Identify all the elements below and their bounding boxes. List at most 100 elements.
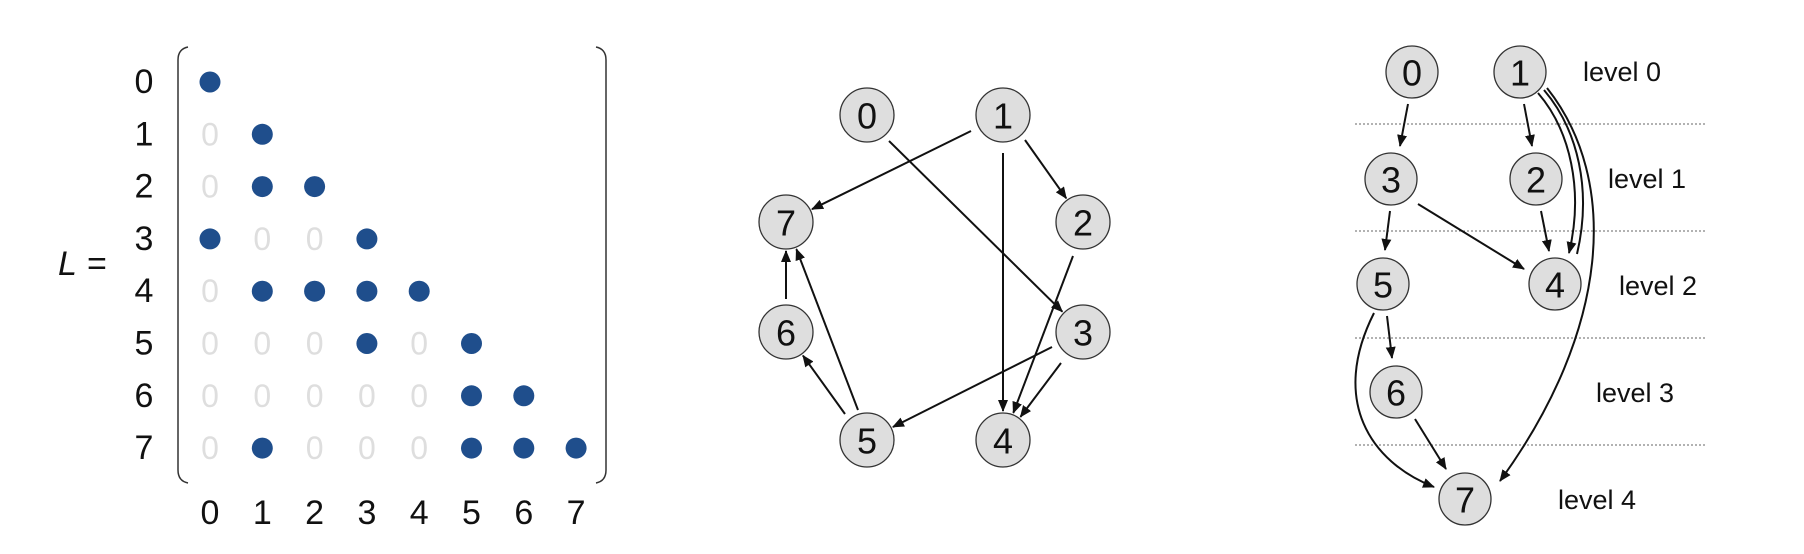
graph-node-label-7: 7	[776, 203, 796, 244]
nonzero-dot-6-5	[461, 385, 482, 407]
graph-node-1	[975, 87, 1031, 143]
graph-node-label-1: 1	[993, 96, 1013, 137]
row-label-0: 0	[135, 63, 154, 101]
zero-entry-6-2: 0	[306, 378, 324, 414]
matrix-left-bracket	[177, 46, 189, 484]
graph-node-6	[758, 304, 814, 360]
column-label-5: 5	[462, 494, 481, 532]
row-label-3: 3	[135, 220, 154, 258]
level-edge-1-to-7	[1499, 87, 1595, 482]
graph-node-label-4: 4	[993, 421, 1013, 462]
graph-node-label-6: 6	[776, 313, 796, 354]
level-node-label-7: 7	[1455, 480, 1475, 521]
level-label-2: level 2	[1619, 271, 1697, 301]
nonzero-dot-2-1	[251, 176, 273, 198]
graph-edge-2-to-4	[1012, 255, 1074, 414]
nonzero-dot-7-1	[251, 437, 273, 459]
level-labels: level 0 level 1 level 2 level 3 level 4	[1558, 57, 1697, 515]
level-node-label-2: 2	[1526, 160, 1546, 201]
graph-node-label-3: 3	[1073, 313, 1093, 354]
graph-node-4	[975, 412, 1031, 468]
graph-node-label-0: 0	[857, 96, 877, 137]
matrix-label-l: L	[58, 245, 77, 283]
nonzero-dot-4-2	[304, 280, 326, 302]
level-label-3: level 3	[1596, 378, 1674, 408]
level-node-1	[1493, 45, 1547, 99]
level-edges	[1354, 87, 1595, 488]
zero-entry-3-1: 0	[253, 221, 271, 257]
level-node-label-3: 3	[1381, 160, 1401, 201]
level-nodes: 0 1 2 3 4 5 6 7	[1356, 45, 1582, 526]
row-label-1: 1	[135, 115, 154, 153]
nonzero-dot-3-0	[199, 228, 221, 250]
level-label-1: level 1	[1608, 164, 1686, 194]
matrix-right-bracket	[595, 46, 607, 484]
nonzero-dot-3-3	[356, 228, 378, 250]
level-edge-1-to-4	[1537, 92, 1577, 254]
nonzero-dot-2-2	[304, 176, 326, 198]
zero-entry-6-1: 0	[253, 378, 271, 414]
level-edge-6-to-7	[1414, 418, 1447, 470]
nonzero-dot-7-5	[461, 437, 482, 459]
level-node-6	[1369, 365, 1423, 419]
graph-edge-5-to-7	[795, 248, 859, 411]
level-label-0: level 0	[1583, 57, 1661, 87]
nonzero-dot-4-3	[356, 280, 378, 302]
graph-edge-0-to-3	[888, 140, 1064, 313]
nonzero-dot-7-6	[513, 437, 535, 459]
level-node-7	[1438, 472, 1492, 526]
zero-entry-4-0: 0	[201, 273, 219, 309]
level-node-label-4: 4	[1545, 265, 1565, 306]
matrix-label-equals: =	[87, 245, 107, 283]
column-label-7: 7	[567, 494, 586, 532]
nonzero-dot-4-4	[408, 280, 430, 302]
column-label-2: 2	[305, 494, 324, 532]
graph-edge-3-to-5	[892, 346, 1053, 428]
level-node-4	[1528, 257, 1582, 311]
zero-entry-2-0: 0	[201, 169, 219, 205]
nonzero-dot-1-1	[251, 123, 273, 145]
graph-node-3	[1055, 304, 1111, 360]
level-node-2	[1509, 152, 1563, 206]
level-node-label-1: 1	[1510, 53, 1530, 94]
level-edge-1-to-4-second-stroke	[1543, 89, 1584, 255]
graph-node-7	[758, 194, 814, 250]
graph-node-2	[1055, 194, 1111, 250]
zero-entry-5-1: 0	[253, 326, 271, 362]
column-label-3: 3	[357, 494, 376, 532]
graph-edge-1-to-2	[1024, 139, 1068, 200]
level-node-label-6: 6	[1386, 373, 1406, 414]
nonzero-dot-6-6	[513, 385, 535, 407]
graph-edge-1-to-7	[811, 130, 972, 211]
graph-edges	[781, 130, 1074, 428]
nonzero-dot-4-1	[251, 280, 273, 302]
level-edge-2-to-4	[1540, 210, 1552, 252]
column-label-4: 4	[410, 494, 429, 532]
level-panel: level 0 level 1 level 2 level 3 level 4 0 1 2 3…	[1354, 45, 1706, 526]
level-edge-3-to-4	[1417, 203, 1525, 270]
zero-entry-3-2: 0	[306, 221, 324, 257]
column-label-6: 6	[514, 494, 533, 532]
zero-entry-6-4: 0	[410, 378, 428, 414]
row-label-6: 6	[135, 377, 154, 415]
level-node-label-0: 0	[1402, 53, 1422, 94]
nonzero-dot-0-0	[199, 71, 221, 93]
zero-entry-6-0: 0	[201, 378, 219, 414]
level-node-3	[1364, 152, 1418, 206]
graph-node-label-5: 5	[857, 421, 877, 462]
zero-entry-1-0: 0	[201, 116, 219, 152]
zero-entry-7-4: 0	[410, 430, 428, 466]
zero-entry-7-2: 0	[306, 430, 324, 466]
level-label-4: level 4	[1558, 485, 1636, 515]
row-label-7: 7	[135, 429, 154, 467]
zero-entry-6-3: 0	[358, 378, 376, 414]
row-label-4: 4	[135, 272, 154, 310]
level-node-label-5: 5	[1373, 265, 1393, 306]
level-edge-1-to-2	[1523, 103, 1535, 147]
nonzero-dot-5-5	[461, 333, 482, 354]
graph-edge-5-to-6	[802, 354, 846, 415]
